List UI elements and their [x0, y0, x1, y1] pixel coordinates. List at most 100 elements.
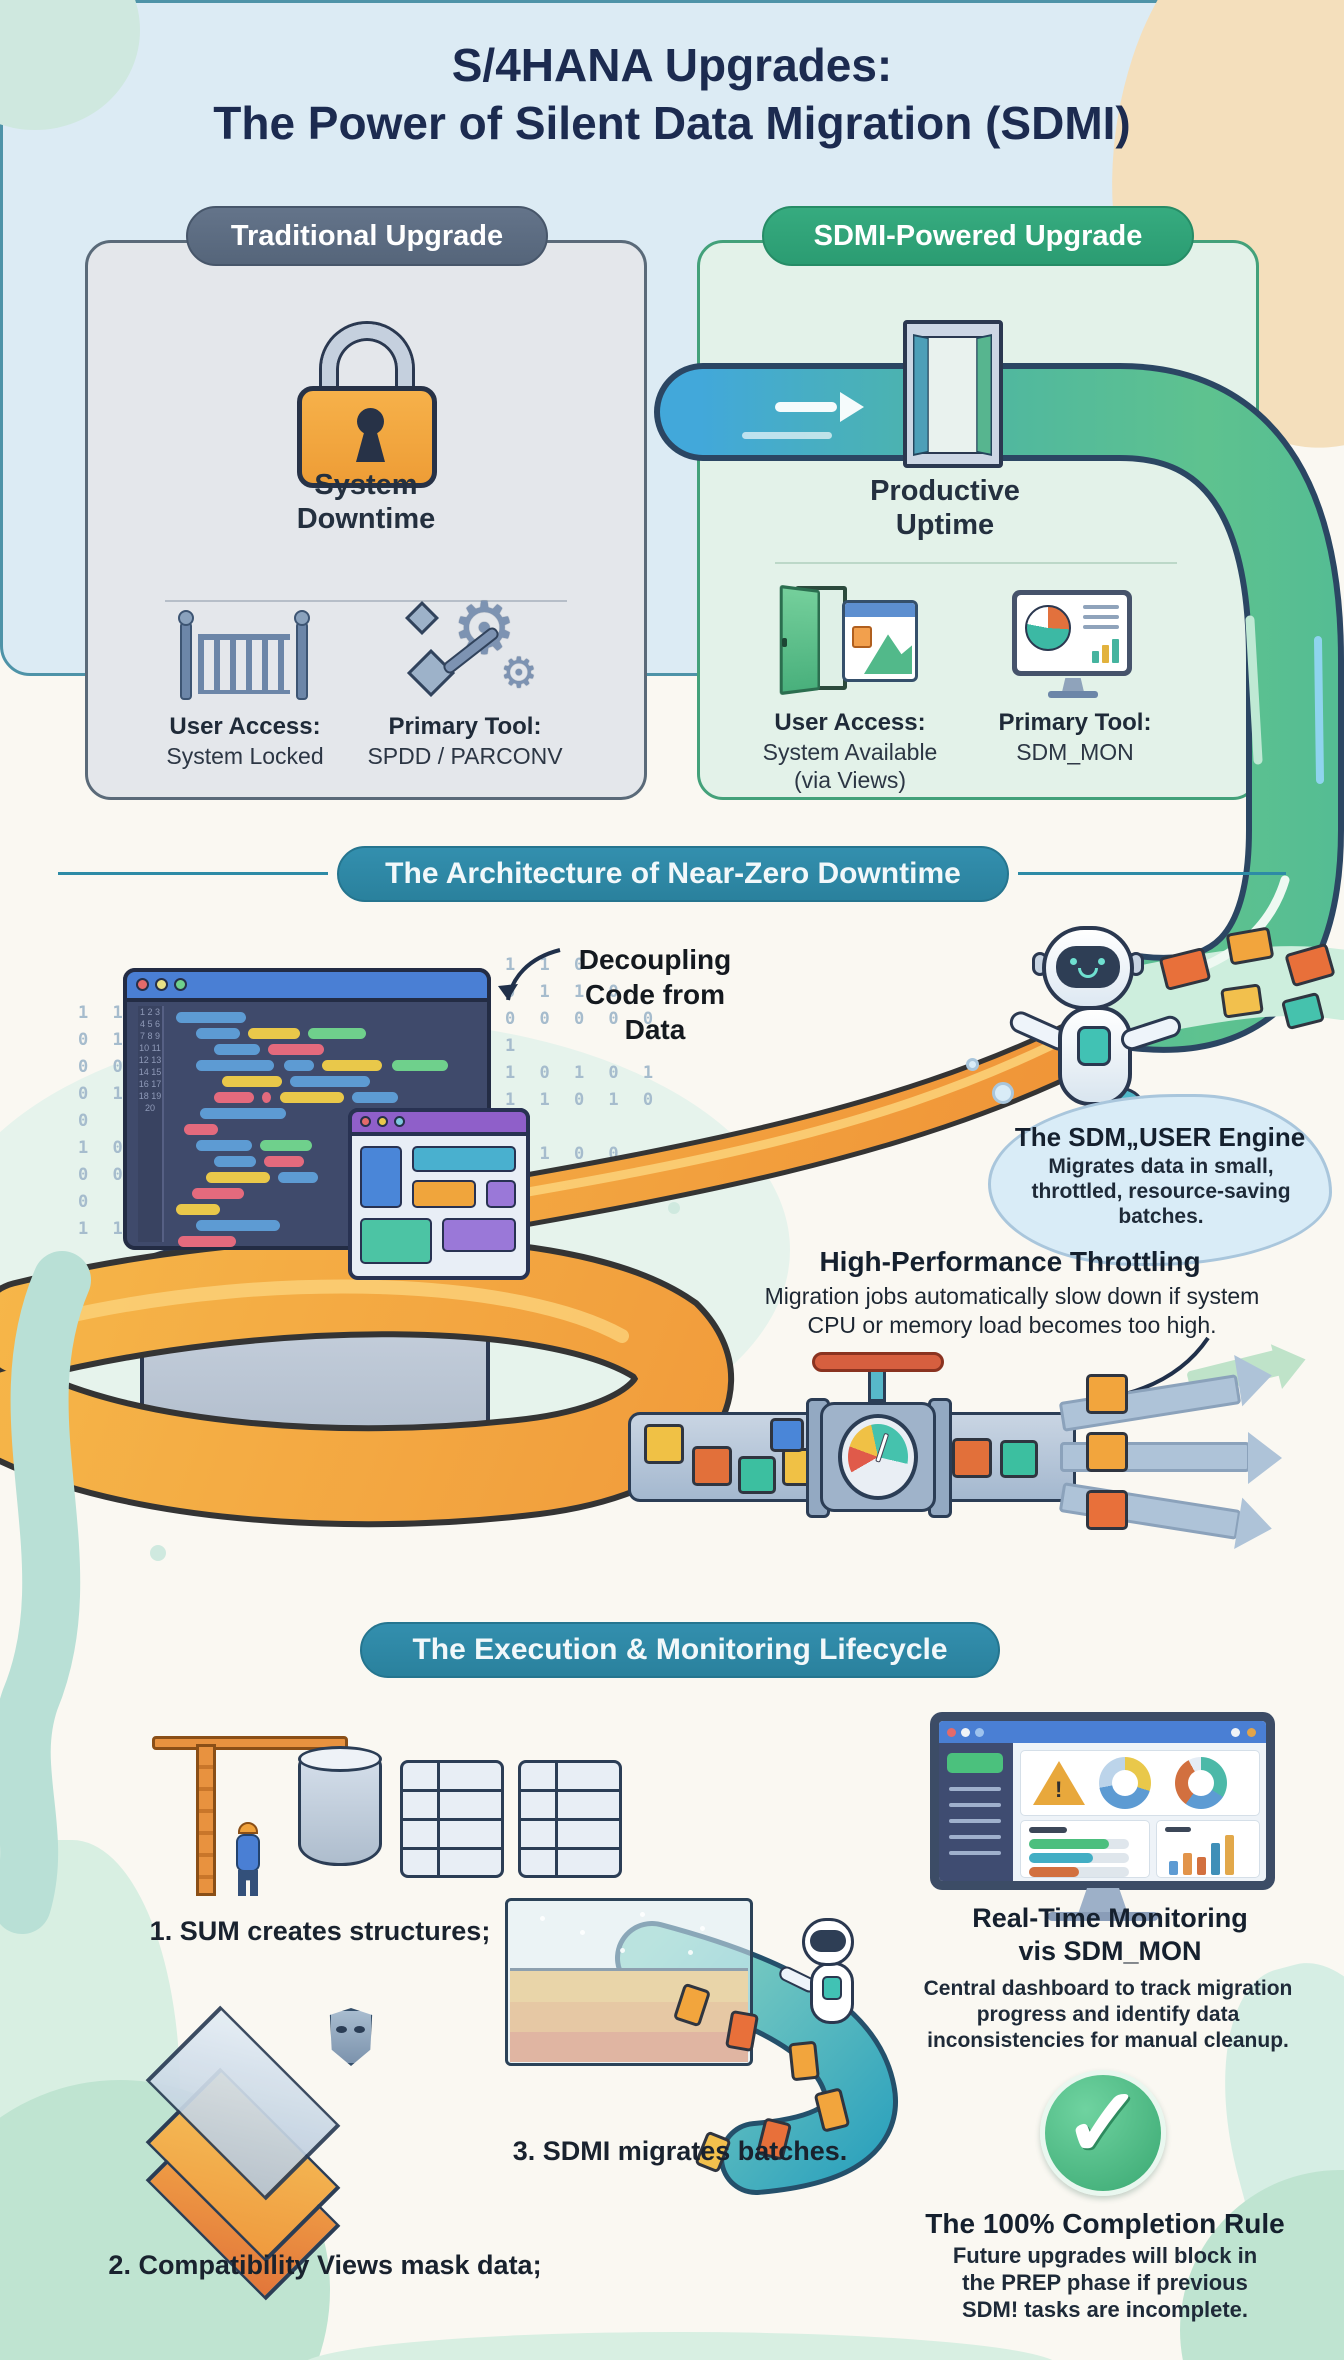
pipe-arrow-bar — [775, 402, 837, 412]
pipe-speedline — [742, 432, 832, 439]
productive-uptime-label: Productive Uptime — [870, 475, 1020, 541]
monitoring-body: Central dashboard to track migration pro… — [923, 1977, 1293, 2052]
robot-eye — [1070, 958, 1077, 965]
decor-dot — [668, 1202, 680, 1214]
pipe-arrow-icon — [840, 392, 864, 422]
ui-preview-titlebar — [348, 1108, 530, 1136]
editor-line-numbers: 1 2 3 4 5 6 7 8 9 10 11 12 13 14 15 16 1… — [138, 1006, 164, 1242]
header-line-right — [1018, 872, 1286, 875]
architecture-header-label: The Architecture of Near-Zero Downtime — [385, 857, 961, 890]
traditional-header-label: Traditional Upgrade — [230, 219, 504, 252]
mini-bar — [1225, 1835, 1234, 1875]
window-dot-yellow — [155, 978, 168, 991]
small-robot-visor — [810, 1930, 846, 1952]
progress-bar-green — [1029, 1839, 1109, 1849]
card-heading-line — [1029, 1827, 1067, 1833]
valve-handwheel-icon — [812, 1352, 944, 1372]
window-dot-blue — [394, 1116, 405, 1127]
mini-bar — [1183, 1853, 1192, 1875]
warning-triangle-icon — [1033, 1761, 1085, 1805]
sdmi-header-pill: SDMI-Powered Upgrade — [762, 206, 1194, 266]
sdmi-divider — [775, 562, 1177, 564]
dashboard-monitor-stand — [1078, 1888, 1128, 1914]
output-square — [1086, 1374, 1128, 1414]
lifecycle-header-pill: The Execution & Monitoring Lifecycle — [360, 1622, 1000, 1678]
step1-label: 1. SUM creates structures; — [149, 1916, 491, 1946]
traditional-divider — [165, 600, 567, 602]
pipe-data-square — [644, 1424, 684, 1464]
crane-tower — [196, 1744, 216, 1896]
monitor-base — [1048, 691, 1098, 698]
window-dot-yellow — [377, 1116, 388, 1127]
engine-bubble-title: The SDM„USER Engine — [1014, 1122, 1306, 1152]
dashboard-sidebar-button — [947, 1753, 1003, 1773]
robot-smile — [1078, 968, 1098, 978]
view-window-titlebar — [845, 603, 915, 617]
completion-title: The 100% Completion Rule — [925, 2208, 1285, 2239]
pipe-data-square — [692, 1446, 732, 1486]
sdmi-primary-tool-value: SDM_MON — [1016, 739, 1134, 765]
engine-bubble-body: Migrates data in small, throttled, resou… — [1031, 1155, 1291, 1228]
glass-tank-icon — [505, 1898, 753, 2066]
mini-bar — [1169, 1861, 1178, 1875]
monitoring-title: Real-Time Monitoring vis SDM_MON — [972, 1903, 1248, 1966]
data-tile — [1220, 983, 1264, 1019]
traditional-header-pill: Traditional Upgrade — [186, 206, 548, 266]
dashboard-titlebar — [939, 1721, 1266, 1743]
sdmi-user-access-label: User Access: — [774, 709, 926, 736]
header-line-left — [58, 872, 328, 875]
throttling-body: Migration jobs automatically slow down i… — [764, 1283, 1260, 1338]
decoupling-arrow — [506, 948, 561, 1001]
trad-user-access-label: User Access: — [169, 713, 321, 740]
pie-chart-icon — [1025, 605, 1071, 651]
decoupling-label: Decoupling Code from Data — [578, 944, 732, 1045]
sdmi-header-label: SDMI-Powered Upgrade — [813, 219, 1143, 252]
structure-table-grid — [518, 1760, 622, 1878]
gate-icon — [178, 610, 310, 708]
door-knob — [782, 638, 787, 647]
pipe-data-square — [738, 1456, 776, 1494]
architecture-header-pill: The Architecture of Near-Zero Downtime — [337, 846, 1009, 902]
valve-stem — [868, 1368, 886, 1402]
pipe-data-square — [770, 1418, 804, 1452]
page-title-line1: S/4HANA Upgrades: — [451, 39, 893, 91]
pipe-data-square — [952, 1438, 992, 1478]
monitor-stand — [1062, 678, 1084, 692]
throttling-title: High-Performance Throttling — [819, 1246, 1201, 1277]
output-square — [1086, 1490, 1128, 1530]
system-downtime-label: System Downtime — [296, 469, 436, 535]
progress-bar-teal — [1029, 1853, 1093, 1863]
mini-bar — [1197, 1857, 1206, 1875]
structure-db-cylinder — [298, 1756, 382, 1866]
thought-bubble-trail — [966, 1058, 979, 1071]
structure-db-cylinder-top — [298, 1746, 382, 1772]
structure-table-grid — [400, 1760, 504, 1878]
output-square — [1086, 1432, 1128, 1472]
decor-dot — [150, 1545, 166, 1561]
window-dot-green — [174, 978, 187, 991]
mini-bar — [1211, 1843, 1220, 1875]
gears-icon: ⚙ ⚙ — [400, 589, 540, 710]
robot-chest-panel — [1077, 1026, 1111, 1066]
page-title-line2: The Power of Silent Data Migration (SDMI… — [213, 97, 1131, 149]
worker-body — [236, 1834, 260, 1872]
pipe-data-square — [1000, 1440, 1038, 1478]
trad-primary-tool-label: Primary Tool: — [388, 713, 542, 740]
small-robot-chest — [822, 1976, 842, 2000]
sdm-mon-monitor-icon — [1012, 590, 1132, 676]
progress-bar-orange — [1029, 1867, 1079, 1877]
thought-bubble-trail — [992, 1082, 1014, 1104]
batch-tile — [788, 2040, 820, 2082]
shield-eye — [354, 2026, 365, 2033]
sdmi-user-access-value: System Available (via Views) — [762, 739, 938, 793]
checkmark-icon: ✓ — [1062, 2070, 1144, 2177]
dashboard-monitor-icon: ! — [930, 1712, 1275, 1890]
view-window-square — [852, 626, 872, 648]
shield-eye — [336, 2026, 347, 2033]
step2-label: 2. Compatibility Views mask data; — [108, 2250, 542, 2280]
completion-body: Future upgrades will block in the PREP p… — [952, 2243, 1258, 2322]
output-arrow-mid-head — [1248, 1432, 1282, 1484]
card-heading-line — [1165, 1827, 1191, 1832]
lifecycle-header-label: The Execution & Monitoring Lifecycle — [412, 1633, 948, 1666]
